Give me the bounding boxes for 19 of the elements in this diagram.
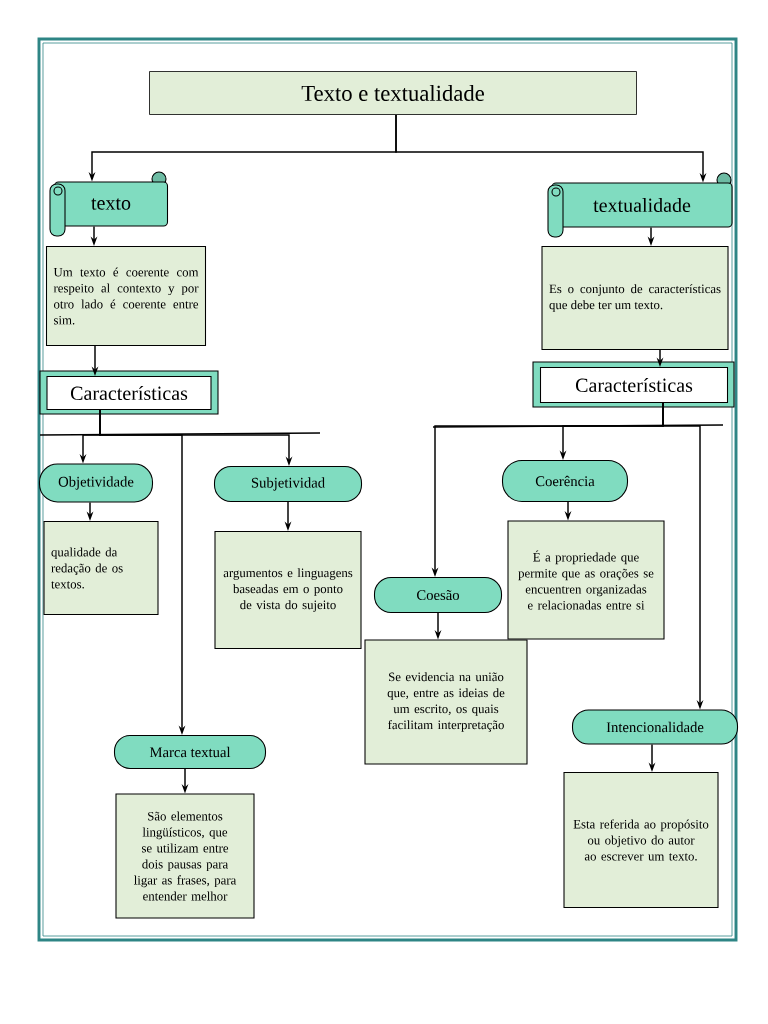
description-box: São elementos lingüísticos, que se utilizam entre dois pausas para ligar as frases, para entender melhor	[115, 793, 255, 919]
description-box: É a propriedade que permite que as orações se encuentren organizadas e relacionadas entre si	[507, 520, 665, 640]
title-box: Texto e textualidade	[149, 71, 637, 115]
description-box: Esta referida ao propósito ou objetivo do autor ao escrever um texto.	[563, 771, 719, 909]
topic-pill: Intencionalidade	[571, 709, 739, 745]
description-box: Um texto é coerente com respeito al contexto y por otro lado é coerente entre sim.	[45, 245, 207, 347]
description-box: qualidade da redação de os textos.	[43, 520, 159, 616]
heading-box: Características	[39, 370, 219, 415]
scroll-banner: texto	[49, 171, 169, 237]
topic-pill: Subjetividad	[213, 465, 363, 503]
topic-pill: Coesão	[373, 576, 503, 614]
topic-pill: Marca textual	[113, 734, 267, 770]
topic-pill: Objetividade	[38, 463, 154, 503]
heading-box: Características	[532, 361, 735, 408]
topic-pill: Coerência	[501, 459, 629, 503]
description-box: Se evidencia na união que, entre as ideias de um escrito, os quais facilitam interpretação	[364, 639, 528, 765]
description-box: argumentos e linguagens baseadas em o ponto de vista do sujeito	[214, 530, 362, 650]
description-box: Es o conjunto de características que debe ter um texto.	[541, 245, 729, 351]
scroll-banner: textualidade	[547, 172, 733, 238]
